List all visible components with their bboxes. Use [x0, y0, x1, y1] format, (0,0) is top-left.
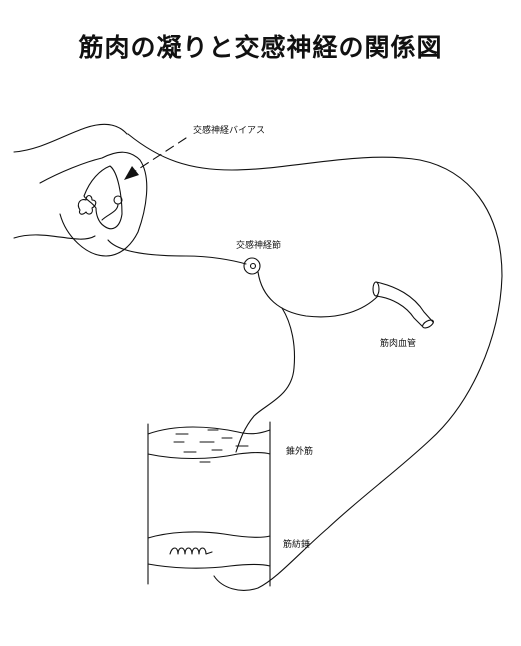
ganglion-neuron: [249, 262, 257, 270]
outer-loop-nerve: [127, 133, 503, 591]
postganglionic-to-vessel: [257, 271, 379, 318]
spinal-cord-outline: [39, 151, 148, 257]
extrafusal-top: [147, 426, 271, 435]
extrafusal-bottom: [147, 451, 271, 460]
neuron-axon-inner: [101, 203, 119, 221]
extrafusal-label: 錐外筋: [286, 445, 313, 457]
spindle-label: 筋紡錘: [283, 538, 310, 550]
extrafusal-fibers: [173, 429, 249, 463]
ganglion-label: 交感神経節: [236, 239, 281, 251]
vessel-opening-bottom: [422, 319, 434, 329]
spindle-coil: [169, 547, 213, 555]
body-outline-upper: [13, 123, 128, 153]
preganglionic-fiber: [107, 239, 247, 265]
grey-matter: [83, 165, 123, 230]
bias-label: 交感神経バイアス: [193, 124, 265, 136]
motor-neuron-cell: [77, 194, 97, 215]
spindle-top: [147, 531, 271, 539]
page-title: 筋肉の凝りと交感神経の関係図: [78, 33, 443, 62]
sympathetic-ganglion: [243, 257, 261, 275]
spindle-bottom: [147, 563, 271, 569]
muscle-vessel: [375, 281, 434, 327]
vessel-label: 筋肉血管: [380, 337, 416, 349]
postganglionic-to-muscle: [235, 307, 296, 453]
body-outline-lower: [13, 234, 96, 240]
bias-arrowhead: [124, 166, 139, 180]
vessel-opening-top: [372, 281, 380, 297]
